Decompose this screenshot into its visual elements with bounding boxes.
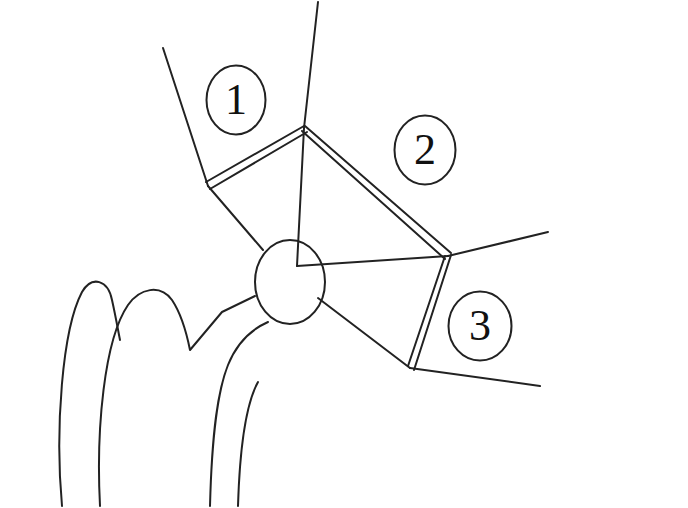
axis-line [304,2,318,128]
boundary-line [318,298,410,368]
callout-circle: 1 [205,64,267,136]
tooth-outline [59,282,120,506]
callout-number: 2 [414,128,436,172]
bar-line [408,256,445,366]
condyle-ellipse [255,240,325,324]
bar-line [305,126,451,253]
boundary-line [208,186,263,250]
callout-circle: 3 [447,290,513,362]
callout-number: 3 [469,304,491,348]
boundary-line [163,48,208,186]
tooth-outline [99,290,255,506]
bar-line [414,255,451,370]
callout-number: 1 [225,78,247,122]
tooth-outline [238,382,258,506]
boundary-line [410,368,540,386]
axis-line [297,256,448,266]
bar-line [210,132,307,189]
bar-line [206,126,304,182]
tooth-outline [210,322,268,506]
boundary-line [448,232,548,256]
axis-line [297,128,304,266]
callout-circle: 2 [393,114,457,186]
